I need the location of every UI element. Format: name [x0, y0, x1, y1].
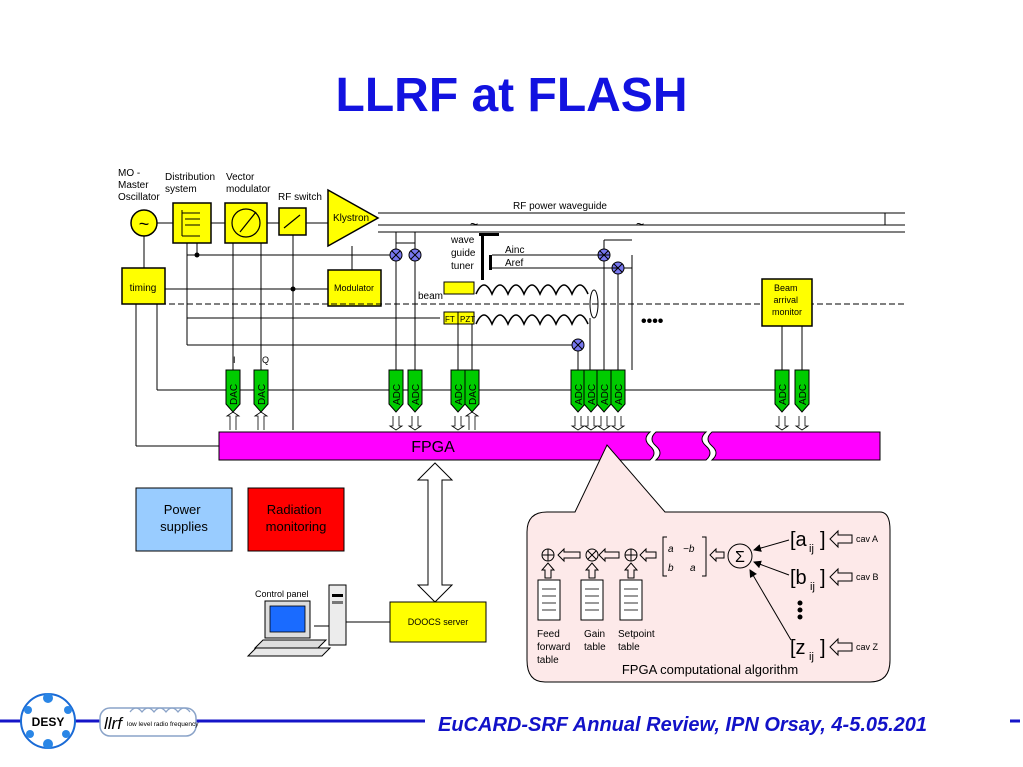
more-cavities-dots: •••• [641, 313, 664, 330]
beam-label: beam [418, 291, 443, 302]
coefficient-a: [a ij ] [790, 529, 826, 555]
control-panel-label: Control panel [255, 589, 309, 599]
timing-label: timing [130, 283, 157, 294]
adc-label: ADC [574, 384, 585, 405]
svg-text:ij: ij [810, 581, 815, 593]
modulator-box [327, 269, 382, 307]
rotation-matrix: a −b b a [668, 544, 697, 574]
adc-label: ADC [614, 384, 625, 405]
adc-label: ADC [798, 384, 809, 405]
cav-z-label: cav Z [856, 642, 879, 652]
power-supplies-box [135, 487, 233, 552]
fpga-bar-left [218, 431, 655, 461]
doocs-server-box [389, 601, 487, 643]
beam-monitor-label: Beam arrival monitor [772, 283, 802, 317]
adc-label: ADC [454, 384, 465, 405]
svg-text:[a: [a [790, 529, 808, 551]
svg-text:~: ~ [470, 216, 478, 232]
aref-label: Aref [505, 258, 524, 269]
adc-label: ADC [411, 384, 422, 405]
feed-forward-label: Feed forward table [537, 629, 573, 666]
gain-table-label: Gain table [584, 629, 608, 653]
svg-text:DESY: DESY [32, 715, 65, 729]
klystron-label: Klystron [333, 213, 369, 224]
svg-text:ij: ij [809, 543, 814, 555]
converter-group: DAC DAC ADC ADC ADC DAC ADC ADC ADC ADC … [225, 369, 810, 413]
svg-text:ij: ij [809, 651, 814, 663]
cav-b-label: cav B [856, 572, 879, 582]
svg-text:llrf: llrf [104, 714, 124, 733]
setpoint-table-label: Setpoint table [618, 629, 657, 653]
oscillator-symbol: ~ [139, 214, 150, 234]
klystron [327, 188, 380, 248]
svg-text:PZT: PZT [460, 315, 475, 324]
distribution-label: Distribution system [165, 172, 218, 195]
waveguide-label: RF power waveguide [513, 201, 607, 212]
fpga-label: FPGA [411, 439, 455, 456]
svg-text:]: ] [820, 529, 826, 551]
svg-text:]: ] [820, 637, 826, 659]
svg-text:~: ~ [636, 216, 644, 232]
radiation-monitoring-label: Radiation monitoring [266, 502, 327, 534]
footer-text: EuCARD-SRF Annual Review, IPN Orsay, 4-5… [438, 714, 928, 736]
cavity-coil-top [475, 284, 589, 296]
i-label: I [233, 355, 236, 365]
adc-label: ADC [600, 384, 611, 405]
svg-text:]: ] [820, 567, 826, 589]
fpga-bar-middle [651, 431, 711, 461]
fpga-bar-right [707, 431, 881, 461]
table-icons [537, 579, 643, 621]
distribution-symbol [181, 210, 200, 237]
ainc-label: Ainc [505, 245, 524, 256]
fpga-doocs-arrow [416, 462, 454, 603]
cavity-coil-bottom [475, 314, 589, 326]
coupler-box [443, 281, 475, 295]
sigma-symbol: Σ [735, 549, 745, 566]
page-title: LLRF at FLASH [335, 69, 688, 122]
svg-text:[b: [b [790, 567, 807, 589]
dac-label: DAC [257, 384, 268, 405]
dac-label: DAC [229, 384, 240, 405]
coefficient-ellipsis [797, 600, 803, 620]
tuner-label: wave guide tuner [450, 235, 478, 272]
ft-pzt-box [443, 311, 475, 325]
tuner-stub [479, 233, 499, 236]
algorithm-operators [540, 529, 853, 657]
coefficient-b: [b ij ] [790, 567, 826, 593]
computer-icon [246, 584, 347, 657]
svg-text:[z: [z [790, 637, 806, 659]
doocs-server-label: DOOCS server [408, 617, 469, 627]
cav-a-label: cav A [856, 534, 878, 544]
beam-arrival-monitor [761, 278, 813, 327]
adc-label: ADC [587, 384, 598, 405]
svg-text:FT: FT [445, 315, 455, 324]
q-label: Q [262, 355, 269, 365]
coefficient-z: [z ij ] [790, 637, 826, 663]
distribution-system [172, 202, 212, 244]
adc-label: ADC [392, 384, 403, 405]
svg-text:low level radio frequency: low level radio frequency [127, 721, 199, 728]
llrf-logo: llrf low level radio frequency [99, 707, 199, 737]
timing-box [121, 267, 166, 305]
desy-logo: DESY [20, 693, 76, 749]
mo-label: MO - Master Oscillator [118, 168, 160, 203]
modulator-label: Modulator [334, 283, 374, 293]
rf-switch-label: RF switch [278, 192, 322, 203]
vector-modulator-label: Vector modulator [226, 172, 271, 195]
converter-arrows [225, 411, 810, 431]
algorithm-callout [526, 444, 891, 683]
power-supplies-label: Power supplies [160, 502, 208, 534]
fpga-algorithm-label: FPGA computational algorithm [622, 662, 798, 677]
radiation-monitoring-box [247, 487, 345, 552]
dac-label: DAC [468, 384, 479, 405]
adc-label: ADC [778, 384, 789, 405]
